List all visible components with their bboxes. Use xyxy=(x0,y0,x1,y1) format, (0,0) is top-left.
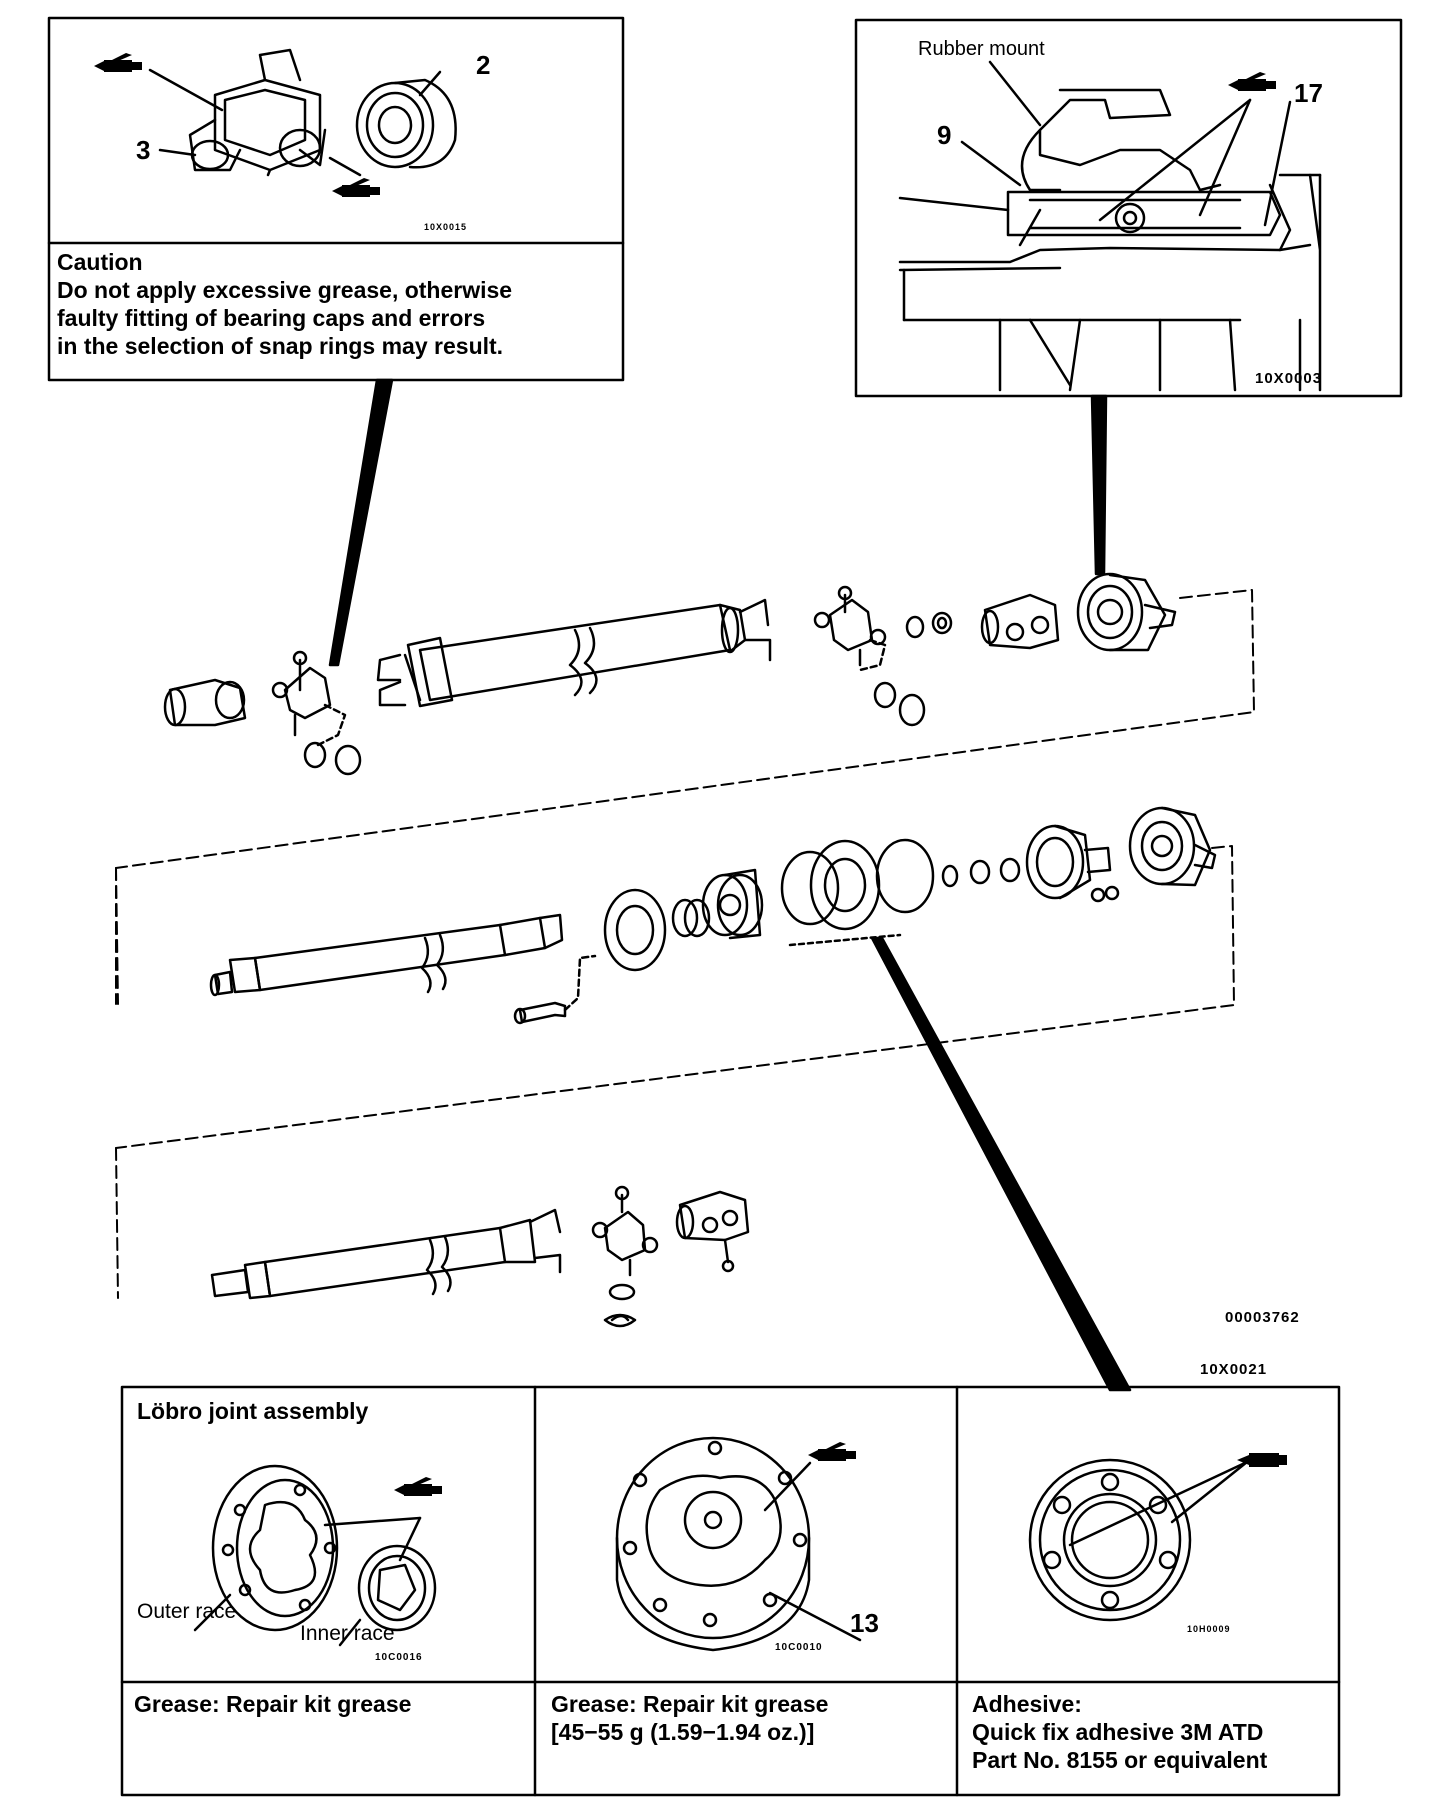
lobro-joint-title: Löbro joint assembly xyxy=(137,1398,369,1424)
note-line: Grease: Repair kit grease xyxy=(134,1691,412,1717)
pointer-wedge xyxy=(328,378,394,667)
callout-13: 13 xyxy=(850,1608,879,1638)
yoke-rear xyxy=(675,1190,750,1273)
rubber-mount-label: Rubber mount xyxy=(918,38,1045,60)
spider-1 xyxy=(271,650,362,776)
universal-joint-spider xyxy=(188,48,327,177)
propeller-shaft-front xyxy=(376,598,772,708)
center-bearing-section xyxy=(898,88,1322,392)
image-code: 10H0009 xyxy=(1187,1624,1231,1634)
yoke xyxy=(980,593,1060,650)
snap-ring-set xyxy=(905,611,953,639)
spider-2 xyxy=(813,585,926,727)
grease-gun-icon xyxy=(332,178,380,197)
lobro-joint-parts xyxy=(671,838,935,947)
center-bearing-2 xyxy=(1128,806,1217,887)
adhesive-note: Adhesive: Quick fix adhesive 3M ATD Part… xyxy=(972,1690,1267,1774)
caution-line: Do not apply excessive grease, otherwise xyxy=(57,277,513,303)
note-line: Adhesive: xyxy=(972,1691,1082,1717)
detail-code: 10X0021 xyxy=(1200,1361,1268,1378)
caution-title: Caution xyxy=(57,249,143,275)
grease-amount-note: Grease: Repair kit grease [45−55 g (1.59… xyxy=(551,1690,828,1746)
image-code: 10X0015 xyxy=(424,222,468,232)
snap-ring-set xyxy=(941,857,1021,888)
bolt xyxy=(513,954,597,1025)
caution-caption: Caution Do not apply excessive grease, o… xyxy=(57,248,512,360)
center-bearing-1 xyxy=(1076,572,1177,652)
grease-note: Grease: Repair kit grease xyxy=(134,1690,411,1718)
note-line: Quick fix adhesive 3M ATD xyxy=(972,1719,1264,1745)
top-right-detail-frame xyxy=(854,18,1403,398)
inner-race-drawing xyxy=(357,1544,437,1632)
top-left-detail-frame xyxy=(47,16,625,382)
bottom-panel-frame xyxy=(120,1385,1341,1797)
image-code: 10C0010 xyxy=(775,1642,823,1653)
inner-race-label: Inner race xyxy=(300,1622,395,1645)
image-code: 10X0003 xyxy=(1255,370,1323,387)
grease-gun-icon xyxy=(1228,72,1276,91)
propeller-shaft-rear xyxy=(210,1208,562,1300)
callout-3: 3 xyxy=(136,135,151,165)
flange-yoke xyxy=(1025,824,1120,903)
boot-plate xyxy=(603,888,667,972)
adhesive-tube-icon xyxy=(1237,1453,1287,1467)
bearing-cap xyxy=(355,78,457,169)
note-line: Part No. 8155 or equivalent xyxy=(972,1747,1268,1773)
caution-line: faulty fitting of bearing caps and error… xyxy=(57,305,486,331)
companion-flange xyxy=(163,678,247,727)
grease-gun-icon xyxy=(94,53,142,72)
outer-race-label: Outer race xyxy=(137,1600,237,1623)
spider-3 xyxy=(591,1185,659,1328)
callout-2: 2 xyxy=(476,50,491,80)
callout-9: 9 xyxy=(937,120,952,150)
outer-race-drawing xyxy=(211,1464,339,1632)
note-line: [45−55 g (1.59−1.94 oz.)] xyxy=(551,1719,815,1745)
figure-code: 00003762 xyxy=(1225,1309,1300,1326)
pointer-wedge xyxy=(1090,394,1108,576)
grease-gun-icon xyxy=(808,1442,856,1461)
callout-17: 17 xyxy=(1294,78,1323,108)
pointer-wedge xyxy=(870,936,1132,1392)
grease-gun-icon xyxy=(394,1477,442,1496)
lobro-joint-greased-drawing xyxy=(615,1436,811,1652)
note-line: Grease: Repair kit grease xyxy=(551,1691,829,1717)
adhesive-flange-drawing xyxy=(1028,1458,1192,1622)
image-code: 10C0016 xyxy=(375,1652,423,1663)
caution-line: in the selection of snap rings may resul… xyxy=(57,333,504,359)
propeller-shaft-middle xyxy=(209,913,564,997)
